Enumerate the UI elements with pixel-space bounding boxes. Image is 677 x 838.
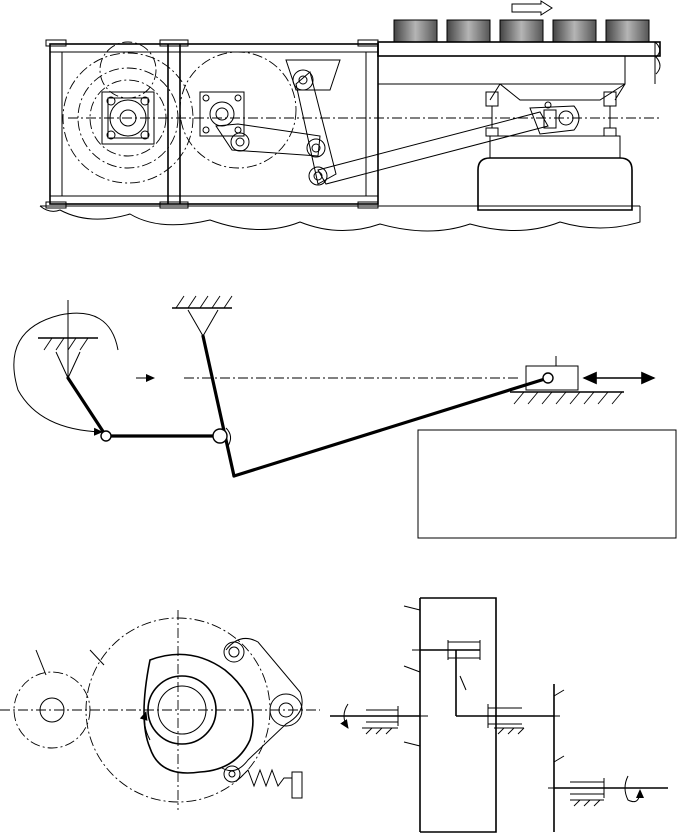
legend-box (417, 429, 677, 539)
ground-hatch-icon (362, 727, 398, 735)
crank-link-line (66, 376, 108, 438)
machine-frame (49, 43, 379, 205)
conveyor-table (377, 41, 661, 57)
linkage-kinematic-diagram (13, 295, 677, 539)
spring-icon (239, 768, 292, 788)
package-row (393, 19, 650, 43)
gear-train-schematic (330, 597, 668, 833)
ground-hatch-icon (494, 727, 525, 735)
break-line (654, 41, 661, 75)
rotation-arrow-icon (139, 711, 151, 741)
ground-hatch-icon (38, 337, 98, 380)
rotation-arrow-icon (624, 775, 644, 803)
ground-hatch-icon (510, 391, 624, 405)
follower-arm (221, 637, 303, 772)
motion-arrow-icon (511, 0, 553, 16)
cam-and-gear-mechanisms (0, 597, 668, 833)
crank-rotation-path (13, 312, 119, 436)
rocker-link-line (201, 334, 236, 478)
connecting-rod (317, 101, 580, 185)
rotation-arrow-icon (340, 703, 349, 729)
joint (100, 430, 112, 442)
slider-pin (542, 372, 554, 384)
table-body (377, 56, 626, 85)
rocker-arm (285, 59, 341, 186)
ground-hatch-icon (570, 799, 604, 807)
cam-profile (143, 653, 254, 774)
conveyor-mechanism-drawing (39, 0, 661, 232)
ground-break (39, 205, 641, 232)
left-gear-assembly (62, 41, 194, 184)
crank-link (215, 123, 326, 158)
slider-rod-line (232, 376, 550, 478)
crank-wheel-assembly (179, 51, 297, 169)
ground-hatch-icon (172, 295, 233, 338)
base-block (477, 157, 633, 211)
joint (212, 428, 228, 444)
slider-block (525, 365, 579, 391)
